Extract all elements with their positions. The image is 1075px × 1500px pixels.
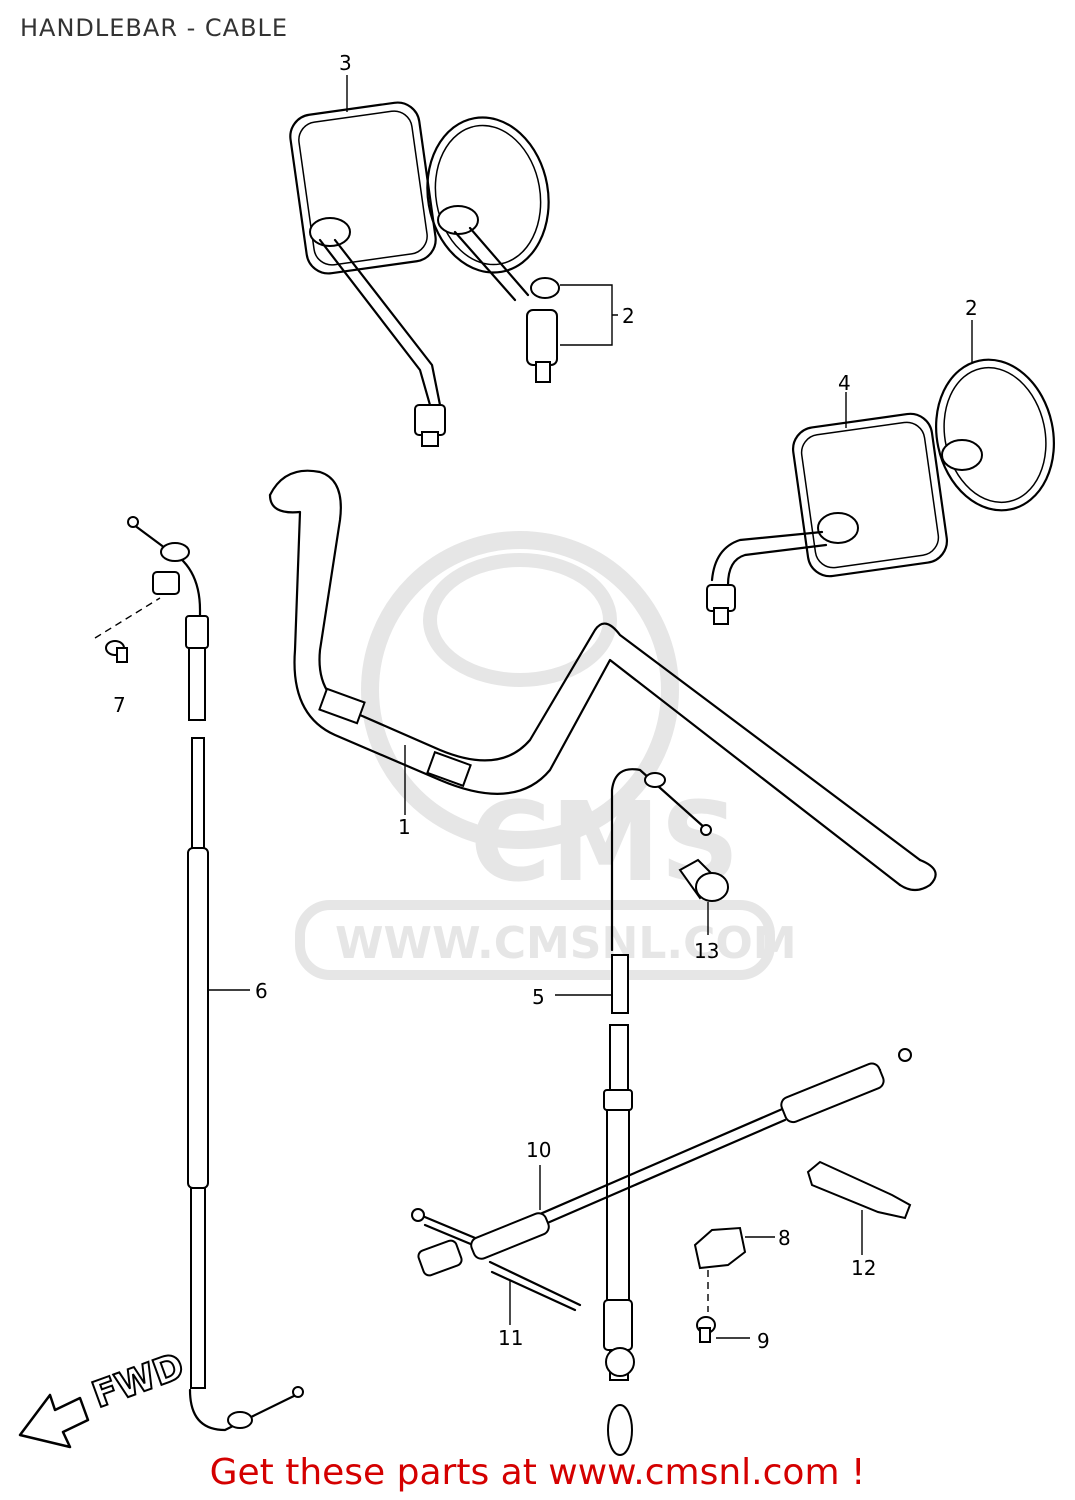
clamp-8-body — [693, 1226, 747, 1270]
callout-2a-bracket — [560, 284, 618, 346]
page-title: HANDLEBAR - CABLE — [20, 14, 289, 42]
mirror-round-right — [935, 358, 1055, 512]
cable-10-lower-fitting — [470, 1212, 550, 1260]
fwd-label: FWD — [87, 1346, 190, 1417]
cable-6-bottom-end — [188, 1388, 302, 1432]
cable-10-top-nipple — [898, 1048, 912, 1062]
callout-8: 8 — [778, 1226, 791, 1250]
mirror-rect-right — [791, 412, 949, 578]
mirror-left-stem — [318, 238, 442, 407]
mirror-rect-left-inner — [298, 110, 428, 266]
mirror-rect-right-inner — [800, 421, 940, 569]
mirror-left-assembly — [289, 75, 618, 447]
cable-tie-11 — [488, 1260, 582, 1325]
cable-10-clevis — [417, 1239, 463, 1277]
cable-5-top-end — [610, 768, 707, 952]
callout-1: 1 — [398, 815, 411, 839]
cable-5-lower-adjuster — [603, 1299, 633, 1351]
cable-6-top-fitting — [160, 542, 190, 562]
callout-12: 12 — [851, 1256, 876, 1280]
cable-5-top-fitting — [644, 772, 666, 788]
watermark-url: WWW.CMSNL.COM — [335, 918, 797, 969]
callout-7: 7 — [113, 693, 126, 717]
cable-6-bottom-fitting — [227, 1411, 253, 1429]
clamp-8 — [693, 1226, 775, 1312]
cable-5-top-nipple — [700, 824, 712, 836]
handlebar-outline-bottom — [268, 493, 902, 887]
callout-9: 9 — [757, 1329, 770, 1353]
cable-5-upper-sheath — [611, 954, 629, 1014]
mirror-left-mount — [309, 217, 351, 247]
callout-5: 5 — [532, 985, 545, 1009]
screw-9-shank — [699, 1327, 711, 1343]
fwd-direction-indicator: FWD — [18, 1345, 191, 1449]
callout-6: 6 — [255, 979, 268, 1003]
handlebar — [268, 469, 937, 892]
screw-9 — [696, 1316, 750, 1343]
mirror-rect-left — [289, 101, 437, 275]
cable-5-bottom-nut — [605, 1347, 635, 1377]
cable-5-mid — [606, 1109, 630, 1301]
watermark-banner — [295, 900, 775, 980]
cable-6-top-nipple — [127, 516, 139, 528]
watermark-helmet — [423, 553, 617, 687]
cable-6-bracket — [152, 571, 180, 595]
mirror-left-base — [414, 404, 446, 436]
cable-6-sheath — [191, 737, 205, 849]
cable-10-lower-nipple — [411, 1208, 425, 1222]
footer-link[interactable]: Get these parts at www.cmsnl.com ! — [209, 1452, 866, 1493]
callout-2-right: 2 — [965, 296, 978, 320]
mirror-right-stem — [710, 530, 828, 587]
mirror-adapter-cap — [530, 277, 560, 299]
cable-6-upper-sheath — [188, 647, 206, 721]
callout-10: 10 — [526, 1138, 551, 1162]
mirror-right-round-mount — [941, 439, 983, 471]
handlebar-end — [898, 858, 937, 892]
cable-5-adjuster — [603, 1089, 633, 1111]
handlebar-knurl-left — [318, 687, 366, 725]
mirror-right-assembly — [706, 320, 1055, 625]
cable-10 — [411, 1048, 912, 1277]
grommet-13 — [678, 858, 729, 935]
cable-6-bottom-nipple — [292, 1386, 304, 1398]
callout-11: 11 — [498, 1326, 523, 1350]
screw-7-dashline — [94, 597, 161, 639]
bracket-12-body — [806, 1160, 912, 1220]
grommet-13-cap — [695, 872, 729, 902]
cable-6-lower — [190, 1187, 206, 1389]
callout-3: 3 — [339, 51, 352, 75]
cable-6 — [94, 516, 304, 1432]
cable-5 — [555, 768, 712, 1456]
mirror-round-left — [426, 116, 550, 274]
mirror-round-right-inner — [943, 366, 1047, 504]
handlebar-knurl-right — [426, 750, 472, 788]
cable-tie-11-body — [488, 1260, 582, 1312]
callout-13: 13 — [694, 939, 719, 963]
cable-6-mid — [187, 847, 209, 1189]
mirror-round-stem — [453, 226, 530, 302]
callout-4: 4 — [838, 371, 851, 395]
cable-10-upper-adjuster — [780, 1062, 885, 1124]
mirror-adapter-thread — [535, 361, 551, 383]
callout-2-left: 2 — [622, 304, 635, 328]
cable-6-adjuster — [185, 615, 209, 649]
cable-5-bottom-end — [607, 1404, 633, 1456]
mirror-adapter-body — [526, 309, 558, 366]
mirror-right-mount — [817, 512, 859, 544]
screw-7-shank — [116, 647, 128, 663]
bracket-12 — [806, 1160, 912, 1255]
fwd-arrow-icon — [18, 1393, 90, 1449]
mirror-right-thread — [713, 607, 729, 625]
mirror-left-thread — [421, 431, 439, 447]
watermark-mascot — [361, 531, 679, 849]
